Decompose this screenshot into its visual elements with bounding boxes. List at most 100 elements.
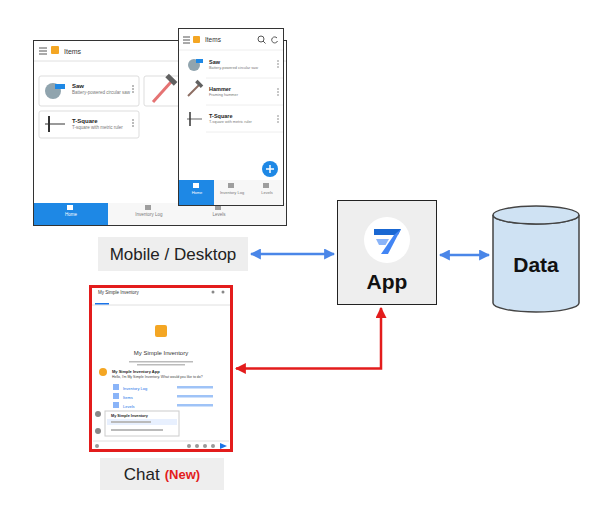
chat-label-box: Chat(New) <box>100 458 224 490</box>
screen-text: Home <box>192 191 203 195</box>
screen-text: Hammer <box>209 87 231 93</box>
app-logo <box>364 217 410 263</box>
input-bar <box>211 444 215 448</box>
hammer-icon <box>153 82 171 102</box>
menu-icon <box>183 37 190 38</box>
input-bar <box>95 444 99 448</box>
bottom-nav <box>33 203 287 226</box>
menu-icon <box>39 48 47 54</box>
input-bar <box>93 441 229 442</box>
mobile-screenshot: ItemsSawBattery-powered circular sawHamm… <box>178 28 284 206</box>
chat-screenshot-art <box>89 285 233 452</box>
tsquare-icon <box>187 112 202 126</box>
screen-text: T-Square <box>72 118 98 124</box>
kebab-menu <box>277 63 278 64</box>
screen-text: My Simple Inventory <box>111 415 148 419</box>
chat-screenshot: My Simple InventoryMy Simple InventoryMy… <box>89 285 233 452</box>
tsquare-icon <box>48 116 50 132</box>
kebab-menu <box>277 115 278 116</box>
bottom-nav <box>263 183 269 188</box>
list-separators <box>178 50 284 132</box>
bottom-nav <box>193 183 199 188</box>
screen-text: Battery-powered circular saw <box>209 67 258 71</box>
list-separators <box>178 50 284 51</box>
kebab-menu <box>132 85 134 127</box>
box-label: Mobile / Desktop <box>110 246 237 263</box>
screen-text: Items <box>205 37 221 44</box>
hammer-icon <box>153 74 177 102</box>
action-buttons <box>177 404 213 407</box>
screen-text: T-Square <box>209 114 233 120</box>
add-button <box>262 161 278 177</box>
screen-text: Hello, I'm My Simple Inventory. What wou… <box>112 376 203 380</box>
intro-lines <box>129 361 193 366</box>
menu-icon <box>183 40 190 41</box>
connector-arrow <box>236 308 381 369</box>
bottom-nav <box>178 180 284 206</box>
screen-text: Home <box>65 213 77 218</box>
kebab-menu <box>277 60 278 122</box>
kebab-menu <box>277 91 278 92</box>
action-buttons <box>113 384 213 408</box>
bottom-nav <box>178 180 214 206</box>
list-separators <box>206 78 284 79</box>
input-bar <box>195 444 199 448</box>
kebab-menu <box>132 91 134 93</box>
screen-text: Levels <box>212 213 225 218</box>
item-cards <box>39 76 139 106</box>
menu-icon <box>39 48 47 49</box>
screen-text: T-square with metric ruler <box>72 126 123 131</box>
bottom-nav <box>33 203 287 226</box>
cylinder-top <box>493 206 579 224</box>
screen-text: My Simple Inventory App <box>112 370 160 374</box>
menu-icon <box>39 54 47 55</box>
tab-underline <box>95 303 109 305</box>
connector-arrow <box>251 253 334 256</box>
bottom-nav <box>145 205 151 210</box>
search-icon <box>258 36 266 44</box>
input-bar <box>203 444 207 448</box>
kebab-menu <box>277 94 278 95</box>
kebab-menu <box>277 118 278 119</box>
command-popup <box>95 411 101 417</box>
kebab-menu <box>277 88 278 89</box>
box-label: Data <box>513 254 559 275</box>
screen-text: My Simple Inventory <box>134 350 188 356</box>
hammer-icon <box>188 85 199 96</box>
app-icon <box>51 46 59 54</box>
header-rule <box>89 305 233 306</box>
saw-icon <box>188 59 203 71</box>
action-buttons <box>113 402 119 408</box>
add-button <box>262 161 278 177</box>
screen-text: Inventory Log <box>220 191 244 195</box>
action-buttons <box>177 386 213 389</box>
bottom-nav <box>67 205 73 210</box>
menu-icon <box>39 51 47 52</box>
screen-text: Levels <box>261 191 273 195</box>
screen-text: Framing hammer <box>209 94 238 98</box>
tsquare-icon <box>45 116 65 132</box>
header-icons <box>212 291 215 294</box>
cylinder-body <box>493 215 579 312</box>
data-cylinder: Data <box>492 205 580 313</box>
action-buttons <box>177 395 213 398</box>
screen-text: T-square with metric ruler <box>209 121 252 125</box>
app-logo <box>337 200 437 305</box>
saw-icon <box>55 84 65 89</box>
app-icon <box>193 36 200 43</box>
chat-screenshot-art <box>89 285 233 452</box>
connector-arrow <box>440 254 489 257</box>
refresh-icon <box>272 37 278 43</box>
item-cards <box>39 111 139 138</box>
search-icon <box>263 41 266 44</box>
list-separators <box>206 105 284 106</box>
screen-text: Inventory Log <box>135 213 162 218</box>
app-logo <box>376 239 389 245</box>
kebab-menu <box>132 88 134 90</box>
saw-icon <box>45 83 65 99</box>
screen-text: Items <box>123 396 133 400</box>
app-icon <box>155 325 167 337</box>
tsquare-icon <box>189 112 191 126</box>
screen-text: Battery-powered circular saw <box>72 91 130 96</box>
kebab-menu <box>132 119 134 121</box>
